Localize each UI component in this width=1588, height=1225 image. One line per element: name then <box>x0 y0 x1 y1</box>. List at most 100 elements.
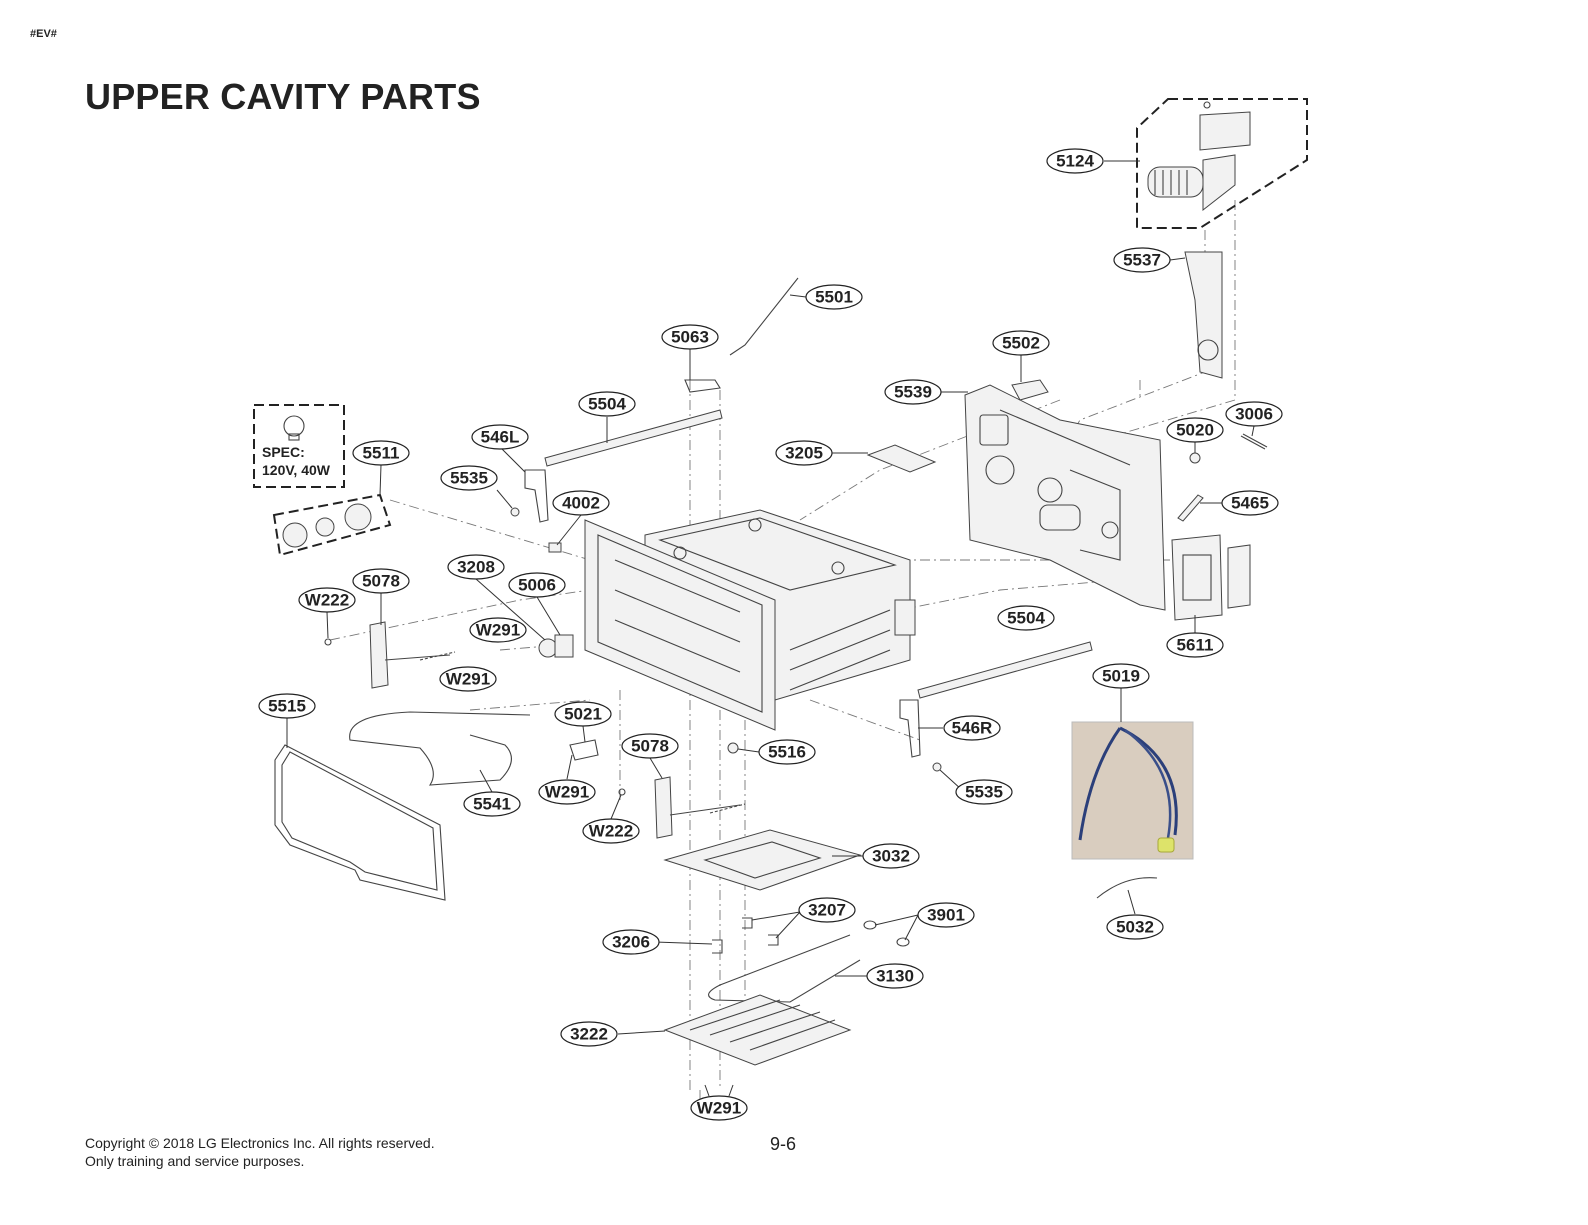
callout-5078-left: 5078 <box>352 568 410 594</box>
callout-3206: 3206 <box>602 929 660 955</box>
wire-5501 <box>729 277 799 356</box>
callout-3130: 3130 <box>866 963 924 989</box>
svg-text:5465: 5465 <box>1231 494 1269 513</box>
callout-5539: 5539 <box>884 379 942 405</box>
callout-5006: 5006 <box>508 572 566 598</box>
svg-text:5611: 5611 <box>1177 636 1214 655</box>
svg-text:W291: W291 <box>545 783 589 802</box>
callout-3222: 3222 <box>560 1021 618 1047</box>
footer-copyright: Copyright © 2018 LG Electronics Inc. All… <box>85 1134 435 1170</box>
rear-panel-5539 <box>964 384 1166 611</box>
oven-cavity <box>584 509 916 731</box>
part-4002 <box>548 542 562 553</box>
svg-text:3205: 3205 <box>785 444 823 463</box>
callout-5032: 5032 <box>1106 914 1164 940</box>
callout-3205: 3205 <box>775 440 833 466</box>
svg-text:W291: W291 <box>476 621 520 640</box>
svg-text:5006: 5006 <box>518 576 556 595</box>
callout-546R: 546R <box>943 715 1001 741</box>
switch-bracket-546R <box>899 699 921 758</box>
callout-546L: 546L <box>471 424 529 450</box>
callout-5511: 5511 <box>352 440 410 466</box>
page-title: UPPER CAVITY PARTS <box>85 76 481 117</box>
svg-text:W291: W291 <box>446 670 490 689</box>
bracket-5063 <box>684 379 721 393</box>
callout-W291-a: W291 <box>469 617 527 643</box>
svg-text:5502: 5502 <box>1002 334 1040 353</box>
callout-5504-right: 5504 <box>997 605 1055 631</box>
screw-W222-left <box>324 638 332 646</box>
sensor-5020 <box>1189 452 1201 464</box>
switch-bracket-546L <box>524 469 549 523</box>
tray-3222 <box>663 994 852 1066</box>
svg-text:3006: 3006 <box>1235 405 1273 424</box>
callout-5501: 5501 <box>805 284 863 310</box>
callout-5504-top: 5504 <box>578 391 636 417</box>
fan-duct-cover <box>1199 111 1251 151</box>
washer-3901-a <box>863 920 877 930</box>
svg-text:5515: 5515 <box>268 697 306 716</box>
svg-text:5511: 5511 <box>363 444 400 463</box>
svg-text:W222: W222 <box>589 822 633 841</box>
svg-text:5078: 5078 <box>362 572 400 591</box>
fan-blower <box>1147 166 1204 198</box>
callout-3032: 3032 <box>862 843 920 869</box>
callout-5020: 5020 <box>1166 417 1224 443</box>
callout-labels: 5124 5537 5501 5063 5502 5539 5504 3006 … <box>258 148 1283 1121</box>
callout-5078-mid: 5078 <box>621 733 679 759</box>
clip-3207-b <box>768 934 779 946</box>
rail-5504-top <box>544 409 723 467</box>
callout-5611: 5611 <box>1166 632 1224 658</box>
spec-line1: SPEC: <box>262 444 305 460</box>
part-5516 <box>727 742 739 754</box>
callout-3207: 3207 <box>798 897 856 923</box>
svg-text:5535: 5535 <box>450 469 488 488</box>
callout-W291-c: W291 <box>538 779 596 805</box>
svg-text:3901: 3901 <box>927 906 965 925</box>
strip-5465 <box>1177 494 1204 522</box>
hinge-5078-mid <box>654 776 746 839</box>
spec-line2: 120V, 40W <box>262 462 331 478</box>
callout-W291-d: W291 <box>690 1095 748 1121</box>
heater-element-3130 <box>708 934 861 1003</box>
air-duct-5537 <box>1184 251 1223 379</box>
callout-5021: 5021 <box>554 701 612 727</box>
svg-text:5504: 5504 <box>1007 609 1045 628</box>
svg-text:546R: 546R <box>952 719 993 738</box>
heater-element-5541 <box>349 711 531 786</box>
callout-4002: 4002 <box>552 490 610 516</box>
svg-text:5063: 5063 <box>671 328 709 347</box>
callout-W291-b: W291 <box>439 666 497 692</box>
screw-5535-left <box>510 507 520 517</box>
callout-3006: 3006 <box>1225 401 1283 427</box>
washer-3901-b <box>896 937 910 947</box>
callout-W222-mid: W222 <box>582 818 640 844</box>
callout-5019: 5019 <box>1092 663 1150 689</box>
corner-tag: #EV# <box>30 28 57 40</box>
hinge-5078-left <box>369 621 456 689</box>
callout-5541: 5541 <box>463 791 521 817</box>
bracket-5021 <box>569 739 599 761</box>
svg-text:5539: 5539 <box>894 383 932 402</box>
svg-text:3032: 3032 <box>872 847 910 866</box>
callout-5515: 5515 <box>258 693 316 719</box>
svg-text:5124: 5124 <box>1056 152 1094 171</box>
callout-5502: 5502 <box>992 330 1050 356</box>
fan-motor-bracket <box>1202 154 1236 212</box>
callout-3208: 3208 <box>447 554 505 580</box>
callout-5516: 5516 <box>758 739 816 765</box>
svg-text:3207: 3207 <box>808 901 846 920</box>
clip-3207-a <box>742 917 753 929</box>
bottom-plate-3032 <box>663 829 862 891</box>
callout-5535-right: 5535 <box>955 779 1013 805</box>
frame-5515 <box>274 744 446 901</box>
leader-lines <box>286 160 1255 1097</box>
svg-text:5501: 5501 <box>815 288 853 307</box>
svg-text:3206: 3206 <box>612 933 650 952</box>
copyright-line-1: Copyright © 2018 LG Electronics Inc. All… <box>85 1135 435 1151</box>
page-number: 9-6 <box>770 1134 797 1154</box>
fan-assembly-5124 <box>1136 98 1308 229</box>
callout-3901: 3901 <box>917 902 975 928</box>
bracket-3205 <box>866 444 937 473</box>
